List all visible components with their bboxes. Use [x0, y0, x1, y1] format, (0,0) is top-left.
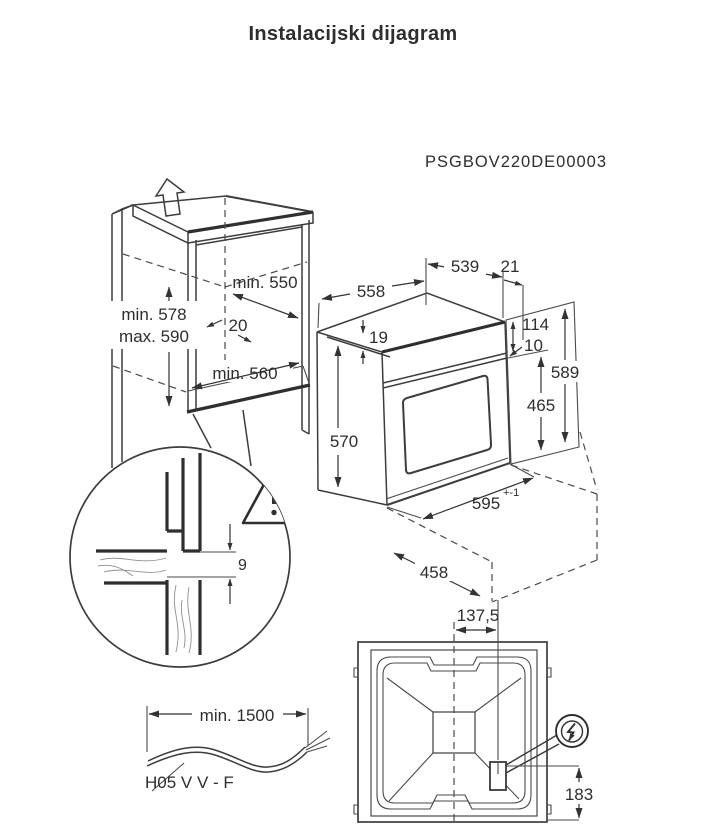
page-title: Instalacijski dijagram	[249, 23, 458, 45]
detail-callout: 9	[69, 409, 291, 668]
electrical-connection-icon	[555, 714, 589, 748]
cabinet-drawing	[111, 177, 314, 468]
cable-icon	[146, 730, 331, 773]
dim-front-width-tolerance: +-1	[503, 487, 519, 499]
dim-depth-without-door: 458	[420, 563, 448, 582]
dim-depth-body: 539	[451, 257, 479, 276]
oven-dimensions: 558 539 21 19 570 114 10 589 465	[317, 256, 584, 597]
dim-rear-offset: 21	[501, 257, 520, 276]
dim-niche-height-min: min. 578	[121, 305, 186, 324]
dim-front-width: 595	[472, 494, 500, 513]
cable-drawing: min. 1500 H05 V V - F	[145, 706, 331, 792]
up-arrow-icon	[154, 177, 186, 217]
dim-connection-offset-y: 183	[565, 785, 593, 804]
cable-type-label: H05 V V - F	[145, 773, 234, 792]
dim-cable-length: min. 1500	[200, 706, 275, 725]
dim-rear-gap: 20	[229, 316, 248, 335]
back-view-drawing: 137,5 183	[353, 600, 598, 826]
dim-body-height: 570	[330, 432, 358, 451]
dim-niche-depth: min. 550	[232, 273, 297, 292]
dim-detail-gap: 9	[238, 557, 247, 574]
document-code: PSGBOV220DE00003	[425, 153, 607, 171]
cabinet-dimensions: min. 578 max. 590 min. 550 20 min. 560	[100, 273, 300, 407]
dim-depth-top: 558	[357, 282, 385, 301]
dim-connection-offset-x: 137,5	[457, 606, 500, 625]
dim-top-lip: 19	[369, 328, 388, 347]
dim-door-height: 465	[527, 396, 555, 415]
detail-circle	[69, 446, 291, 668]
dim-niche-height-max: max. 590	[119, 327, 189, 346]
wood-grain-lower-board	[173, 584, 192, 654]
dim-total-height: 589	[551, 363, 579, 382]
wood-grain-shelf	[97, 557, 167, 577]
dim-panel-gap: 10	[524, 336, 543, 355]
dim-panel-height: 114	[522, 315, 549, 334]
dim-niche-width: min. 560	[212, 364, 277, 383]
